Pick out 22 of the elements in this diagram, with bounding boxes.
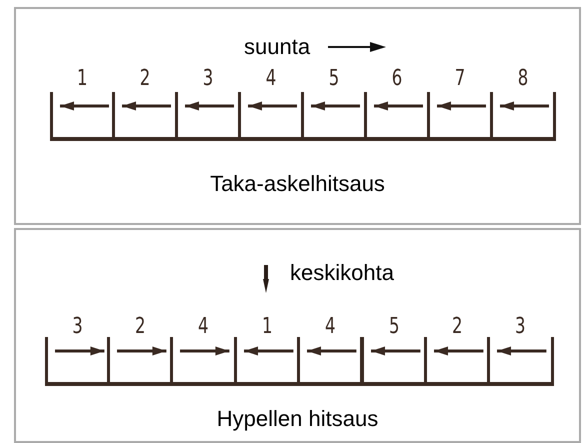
diagram-panel (14, 7, 581, 225)
segment-number: 4 (264, 67, 277, 91)
panel-label: Taka-askelhitsaus (209, 171, 386, 197)
diagram-panel (14, 228, 581, 443)
panel-label: Hypellen hitsaus (216, 406, 380, 432)
segment-number: 8 (516, 67, 529, 91)
segment-number: 7 (453, 67, 466, 91)
segment-number: 3 (514, 315, 527, 339)
annotation-text: keskikohta (290, 260, 394, 286)
segment-number: 5 (327, 67, 340, 91)
segment-number: 5 (387, 315, 400, 339)
annotation-text: suunta (244, 34, 310, 60)
segment-number: 3 (201, 67, 214, 91)
segment-number: 1 (76, 67, 88, 91)
segment-number: 3 (71, 315, 84, 339)
segment-number: 2 (134, 315, 146, 339)
segment-number: 6 (390, 67, 403, 91)
segment-number: 2 (138, 67, 151, 91)
segment-number: 2 (450, 315, 464, 339)
segment-number: 4 (324, 315, 337, 339)
segment-number: 4 (197, 315, 210, 339)
segment-number: 1 (260, 315, 274, 339)
